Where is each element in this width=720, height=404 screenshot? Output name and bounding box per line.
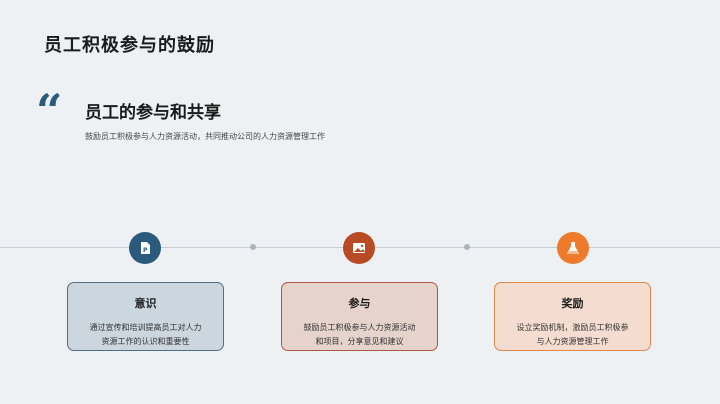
card-text: 鼓励员工积极参与人力资源活动和项目，分享意见和建议 [303,323,416,346]
section-description: 鼓励员工积极参与人力资源活动，共同推动公司的人力资源管理工作 [85,132,325,141]
svg-text:P: P [143,247,148,254]
timeline-dot [250,244,256,250]
card-awareness: 意识 通过宣传和培训提高员工对人力资源工作的认识和重要性 [67,282,224,351]
document-icon: P [129,232,161,264]
flask-icon [557,232,589,264]
page-title: 员工积极参与的鼓励 [44,35,215,56]
card-text: 通过宣传和培训提高员工对人力资源工作的认识和重要性 [89,323,202,346]
card-reward: 奖励 设立奖励机制，激励员工积极参与人力资源管理工作 [494,282,651,351]
card-text: 设立奖励机制，激励员工积极参与人力资源管理工作 [516,323,629,346]
timeline-dot [464,244,470,250]
card-title: 奖励 [561,297,584,310]
card-participation: 参与 鼓励员工积极参与人力资源活动和项目，分享意见和建议 [281,282,438,351]
card-title: 参与 [348,297,371,310]
image-icon [343,232,375,264]
card-title: 意识 [134,297,157,310]
section-subtitle: 员工的参与和共享 [85,103,221,123]
quote-mark-icon: “ [36,84,63,138]
